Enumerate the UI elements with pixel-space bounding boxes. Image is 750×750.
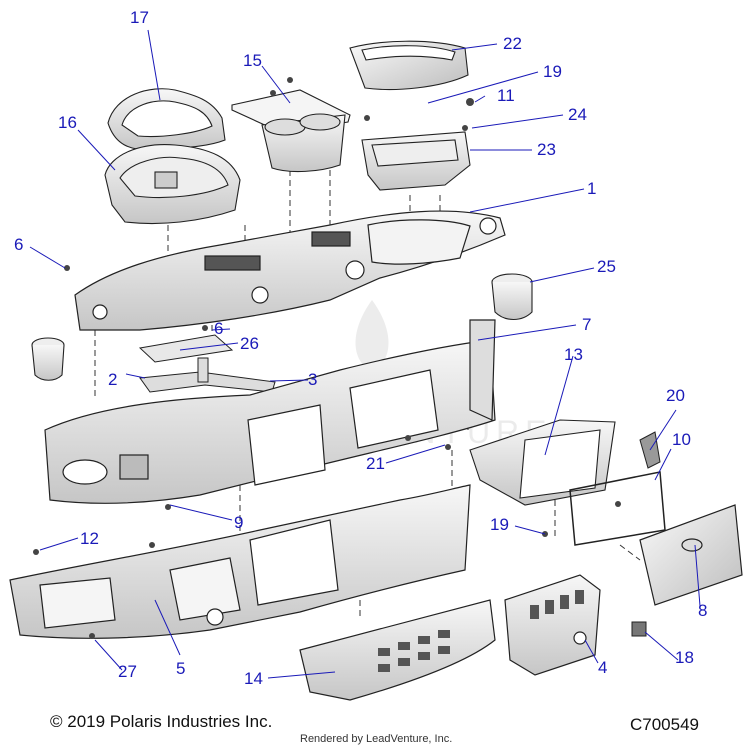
callout-12: 12: [80, 529, 99, 548]
callout-13: 13: [564, 345, 583, 364]
callout-8: 8: [698, 601, 708, 620]
callout-26: 26: [240, 334, 259, 353]
callout-9: 9: [234, 513, 244, 532]
callout-3: 3: [308, 370, 318, 389]
callout-17: 17: [130, 8, 149, 27]
callout-2: 2: [108, 370, 118, 389]
callout-1: 1: [587, 179, 597, 198]
callout-5: 5: [176, 659, 186, 678]
part-dash-plate: [138, 334, 234, 363]
part-cluster-bezel: [107, 88, 226, 151]
callout-24: 24: [568, 105, 587, 124]
part-brackets: [139, 357, 276, 393]
callout-6b: 6: [214, 319, 224, 338]
part-glovebox-seal: [569, 471, 666, 546]
leader-lines: [29, 29, 701, 679]
part-switch-panel: [504, 574, 601, 676]
callout-15: 15: [243, 51, 262, 70]
callout-22: 22: [503, 34, 522, 53]
diagram-code: C700549: [630, 715, 700, 734]
callout-23: 23: [537, 140, 556, 159]
callout-6a: 6: [14, 235, 24, 254]
copyright-notice: © 2019 Polaris Industries Inc.: [50, 712, 273, 731]
part-storage-lid: [349, 40, 469, 91]
callout-19a: 19: [543, 62, 562, 81]
part-cupholder-right: [491, 273, 533, 321]
part-cupholder-insert: [231, 89, 351, 173]
callout-4: 4: [598, 658, 608, 677]
callout-18: 18: [675, 648, 694, 667]
part-glovebox-door: [639, 504, 743, 606]
callout-14: 14: [244, 669, 263, 688]
render-credit: Rendered by LeadVenture, Inc.: [300, 733, 453, 745]
fasteners: [33, 77, 621, 639]
callout-27: 27: [118, 662, 137, 681]
part-lower-tray: [299, 599, 496, 701]
callout-25: 25: [597, 257, 616, 276]
part-cluster-housing: [104, 144, 241, 225]
callout-20: 20: [666, 386, 685, 405]
part-cupholder-left: [31, 337, 65, 381]
part-storage-bin: [361, 131, 471, 191]
part-upper-dash: [74, 210, 506, 331]
part-lower-dash: [9, 484, 471, 639]
callout-7: 7: [582, 315, 592, 334]
callout-21: 21: [366, 454, 385, 473]
part-main-dash-frame: [44, 319, 496, 504]
part-glovebox-frame: [469, 419, 616, 506]
callout-19b: 19: [490, 515, 509, 534]
part-clip: [631, 621, 647, 637]
callout-11: 11: [497, 86, 515, 105]
callout-16: 16: [58, 113, 77, 132]
callout-10: 10: [672, 430, 691, 449]
